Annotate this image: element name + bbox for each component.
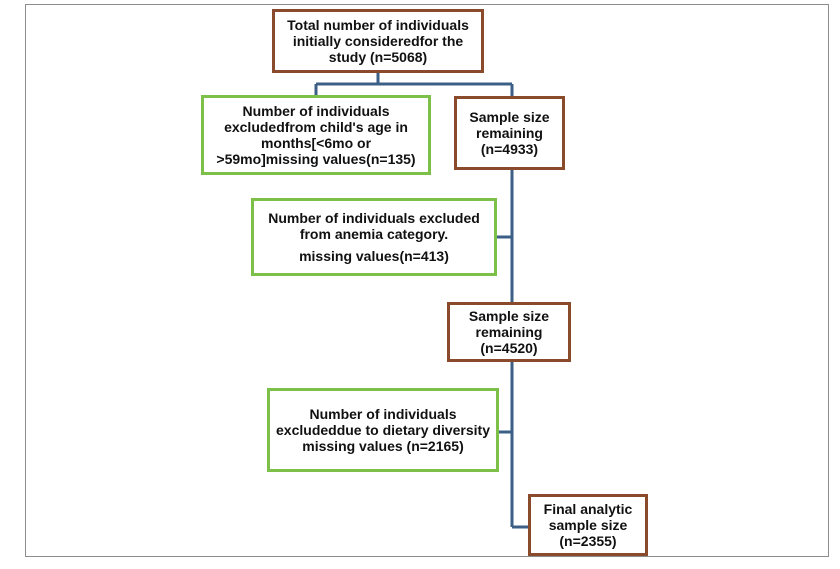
final-sample-size-box: Final analytic sample size (n=2355): [528, 494, 648, 556]
total-individuals-box: Total number of individuals initially co…: [272, 9, 484, 73]
sample-size-remaining-2-box: Sample size remaining (n=4520): [447, 302, 571, 362]
excluded-diet-box: Number of individuals excludeddue to die…: [267, 388, 499, 472]
sample-size-remaining-1-box: Sample size remaining (n=4933): [454, 96, 565, 170]
final-sample-size-text: Final analytic sample size (n=2355): [543, 500, 633, 550]
sample-size-remaining-2-text: Sample size remaining (n=4520): [468, 307, 550, 357]
excluded-age-text: Number of individuals excludedfrom child…: [216, 102, 416, 168]
sample-size-remaining-1-text: Sample size remaining (n=4933): [469, 108, 550, 158]
excluded-anemia-text-line1: Number of individuals excluded from anem…: [268, 209, 480, 242]
diagram-frame: [25, 4, 829, 557]
excluded-diet-text: Number of individuals excludeddue to die…: [276, 405, 490, 455]
excluded-anemia-box: Number of individuals excluded from anem…: [251, 198, 497, 276]
excluded-anemia-text-line2: missing values(n=413): [299, 248, 449, 265]
total-individuals-text: Total number of individuals initially co…: [287, 16, 469, 66]
excluded-age-box: Number of individuals excludedfrom child…: [201, 95, 431, 175]
